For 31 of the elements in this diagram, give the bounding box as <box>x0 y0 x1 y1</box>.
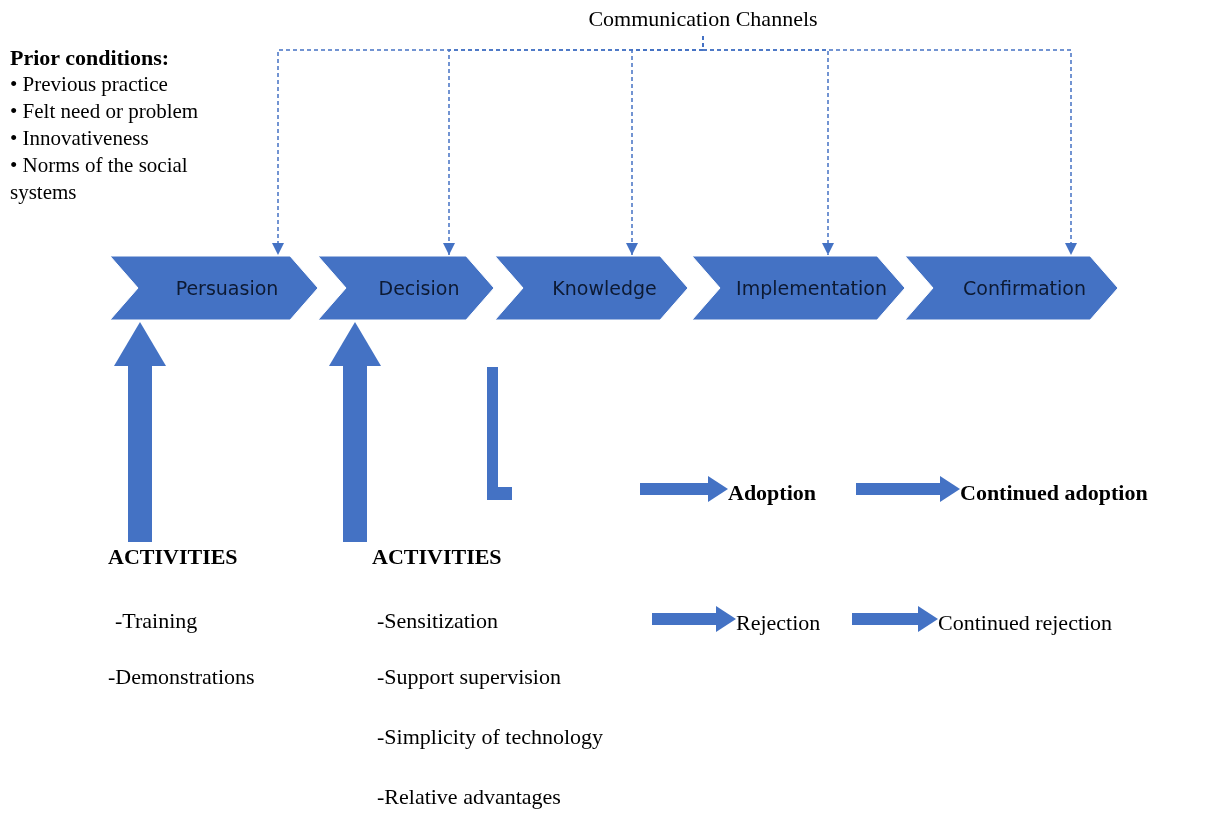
block-arrow <box>640 476 728 502</box>
outcome-label: Continued rejection <box>938 608 1174 638</box>
activity-item: -Support supervision <box>377 664 561 690</box>
condition-item: • Previous practice <box>10 71 168 98</box>
chevron-step: Confirmation <box>905 256 1118 320</box>
activity-item: -Training <box>115 608 198 634</box>
dashed-arrow <box>702 35 1077 256</box>
block-arrow <box>114 322 166 542</box>
block-arrow <box>652 606 736 632</box>
condition-item: • Felt need or problem <box>10 98 199 125</box>
chevron-step: Decision <box>318 256 494 320</box>
prior-conditions-heading: Prior conditions: <box>10 44 170 72</box>
activities-heading: ACTIVITIES <box>108 544 238 570</box>
channels-heading: Communication Channels <box>548 6 858 36</box>
outcome-label: Adoption <box>728 478 856 508</box>
condition-item: • Innovativeness <box>10 125 149 152</box>
block-arrow <box>852 606 938 632</box>
outcome-label: Rejection <box>736 608 852 638</box>
chevron-step: Implementation <box>692 256 905 320</box>
condition-item: • Norms of the social systems <box>10 152 189 206</box>
chevron-step: Knowledge <box>495 256 688 320</box>
block-arrow <box>856 476 960 502</box>
block-arrow <box>329 322 381 542</box>
activity-item: -Sensitization <box>377 608 498 634</box>
l-shaped-mark <box>487 367 512 500</box>
outcome-label: Continued adoption <box>960 478 1210 508</box>
activity-item: -Relative advantages <box>377 784 561 810</box>
activity-item: -Demonstrations <box>108 664 255 690</box>
chevron-step: Persuasion <box>110 256 318 320</box>
activities-heading: ACTIVITIES <box>372 544 502 570</box>
activity-item: -Simplicity of technology <box>377 724 604 750</box>
